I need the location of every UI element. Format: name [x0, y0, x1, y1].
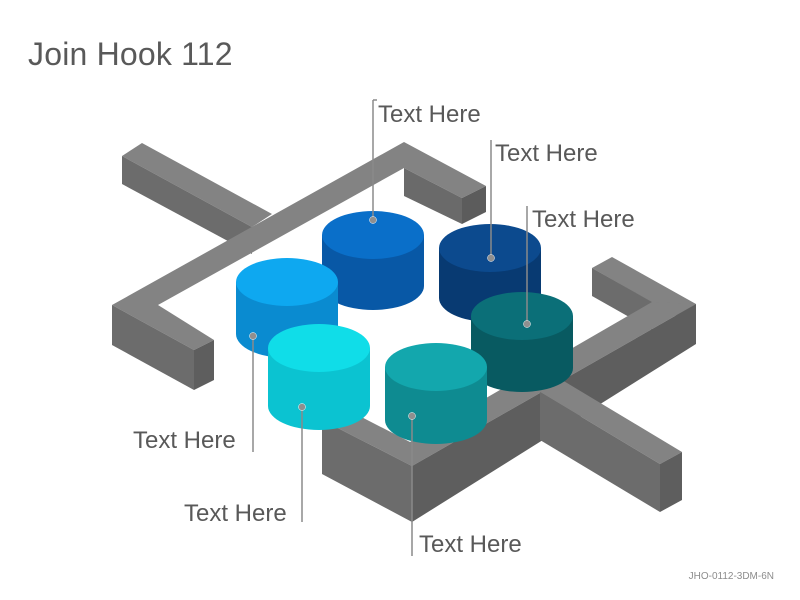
callout-label-4: Text Here	[133, 427, 236, 454]
frame-lower-right-hook	[322, 257, 696, 522]
frame-bar-top-face	[540, 380, 682, 464]
leader-dot-2	[487, 254, 495, 262]
frame-bar-top-face	[322, 302, 696, 466]
leader-dots	[249, 216, 531, 420]
frame-bar-side-face	[462, 186, 486, 224]
frame-bar-side-face	[112, 305, 194, 390]
frame-bar-side-face	[322, 420, 412, 522]
leader-dot-1	[369, 216, 377, 224]
frame-bar-top-face	[592, 257, 696, 316]
callout-label-6: Text Here	[419, 531, 522, 558]
leader-lines	[252, 99, 528, 556]
frame-bar-side-face	[194, 340, 214, 390]
frame-bar-side-face	[540, 392, 660, 512]
cylinder-3	[471, 292, 573, 392]
leader-dot-5	[298, 403, 306, 411]
leader-dot-6	[408, 412, 416, 420]
callout-label-1: Text Here	[378, 101, 481, 128]
leader-dot-4	[249, 332, 257, 340]
frame-bar-top-face	[122, 143, 272, 227]
cylinder-1	[322, 211, 424, 310]
frame-upper-left-hook	[112, 142, 486, 390]
cylinder-6	[385, 343, 487, 444]
callout-label-2: Text Here	[495, 140, 598, 167]
frame-bar-side-face	[660, 452, 682, 512]
leader-dot-3	[523, 320, 531, 328]
slide-title: Join Hook 112	[28, 36, 233, 72]
footer-code: JHO-0112-3DM-6N	[688, 571, 774, 582]
frame-bar-side-face	[122, 156, 252, 254]
cylinder-5	[268, 324, 370, 430]
callout-label-3: Text Here	[532, 206, 635, 233]
callout-label-5: Text Here	[184, 500, 287, 527]
frame-bar-side-face	[404, 168, 462, 224]
